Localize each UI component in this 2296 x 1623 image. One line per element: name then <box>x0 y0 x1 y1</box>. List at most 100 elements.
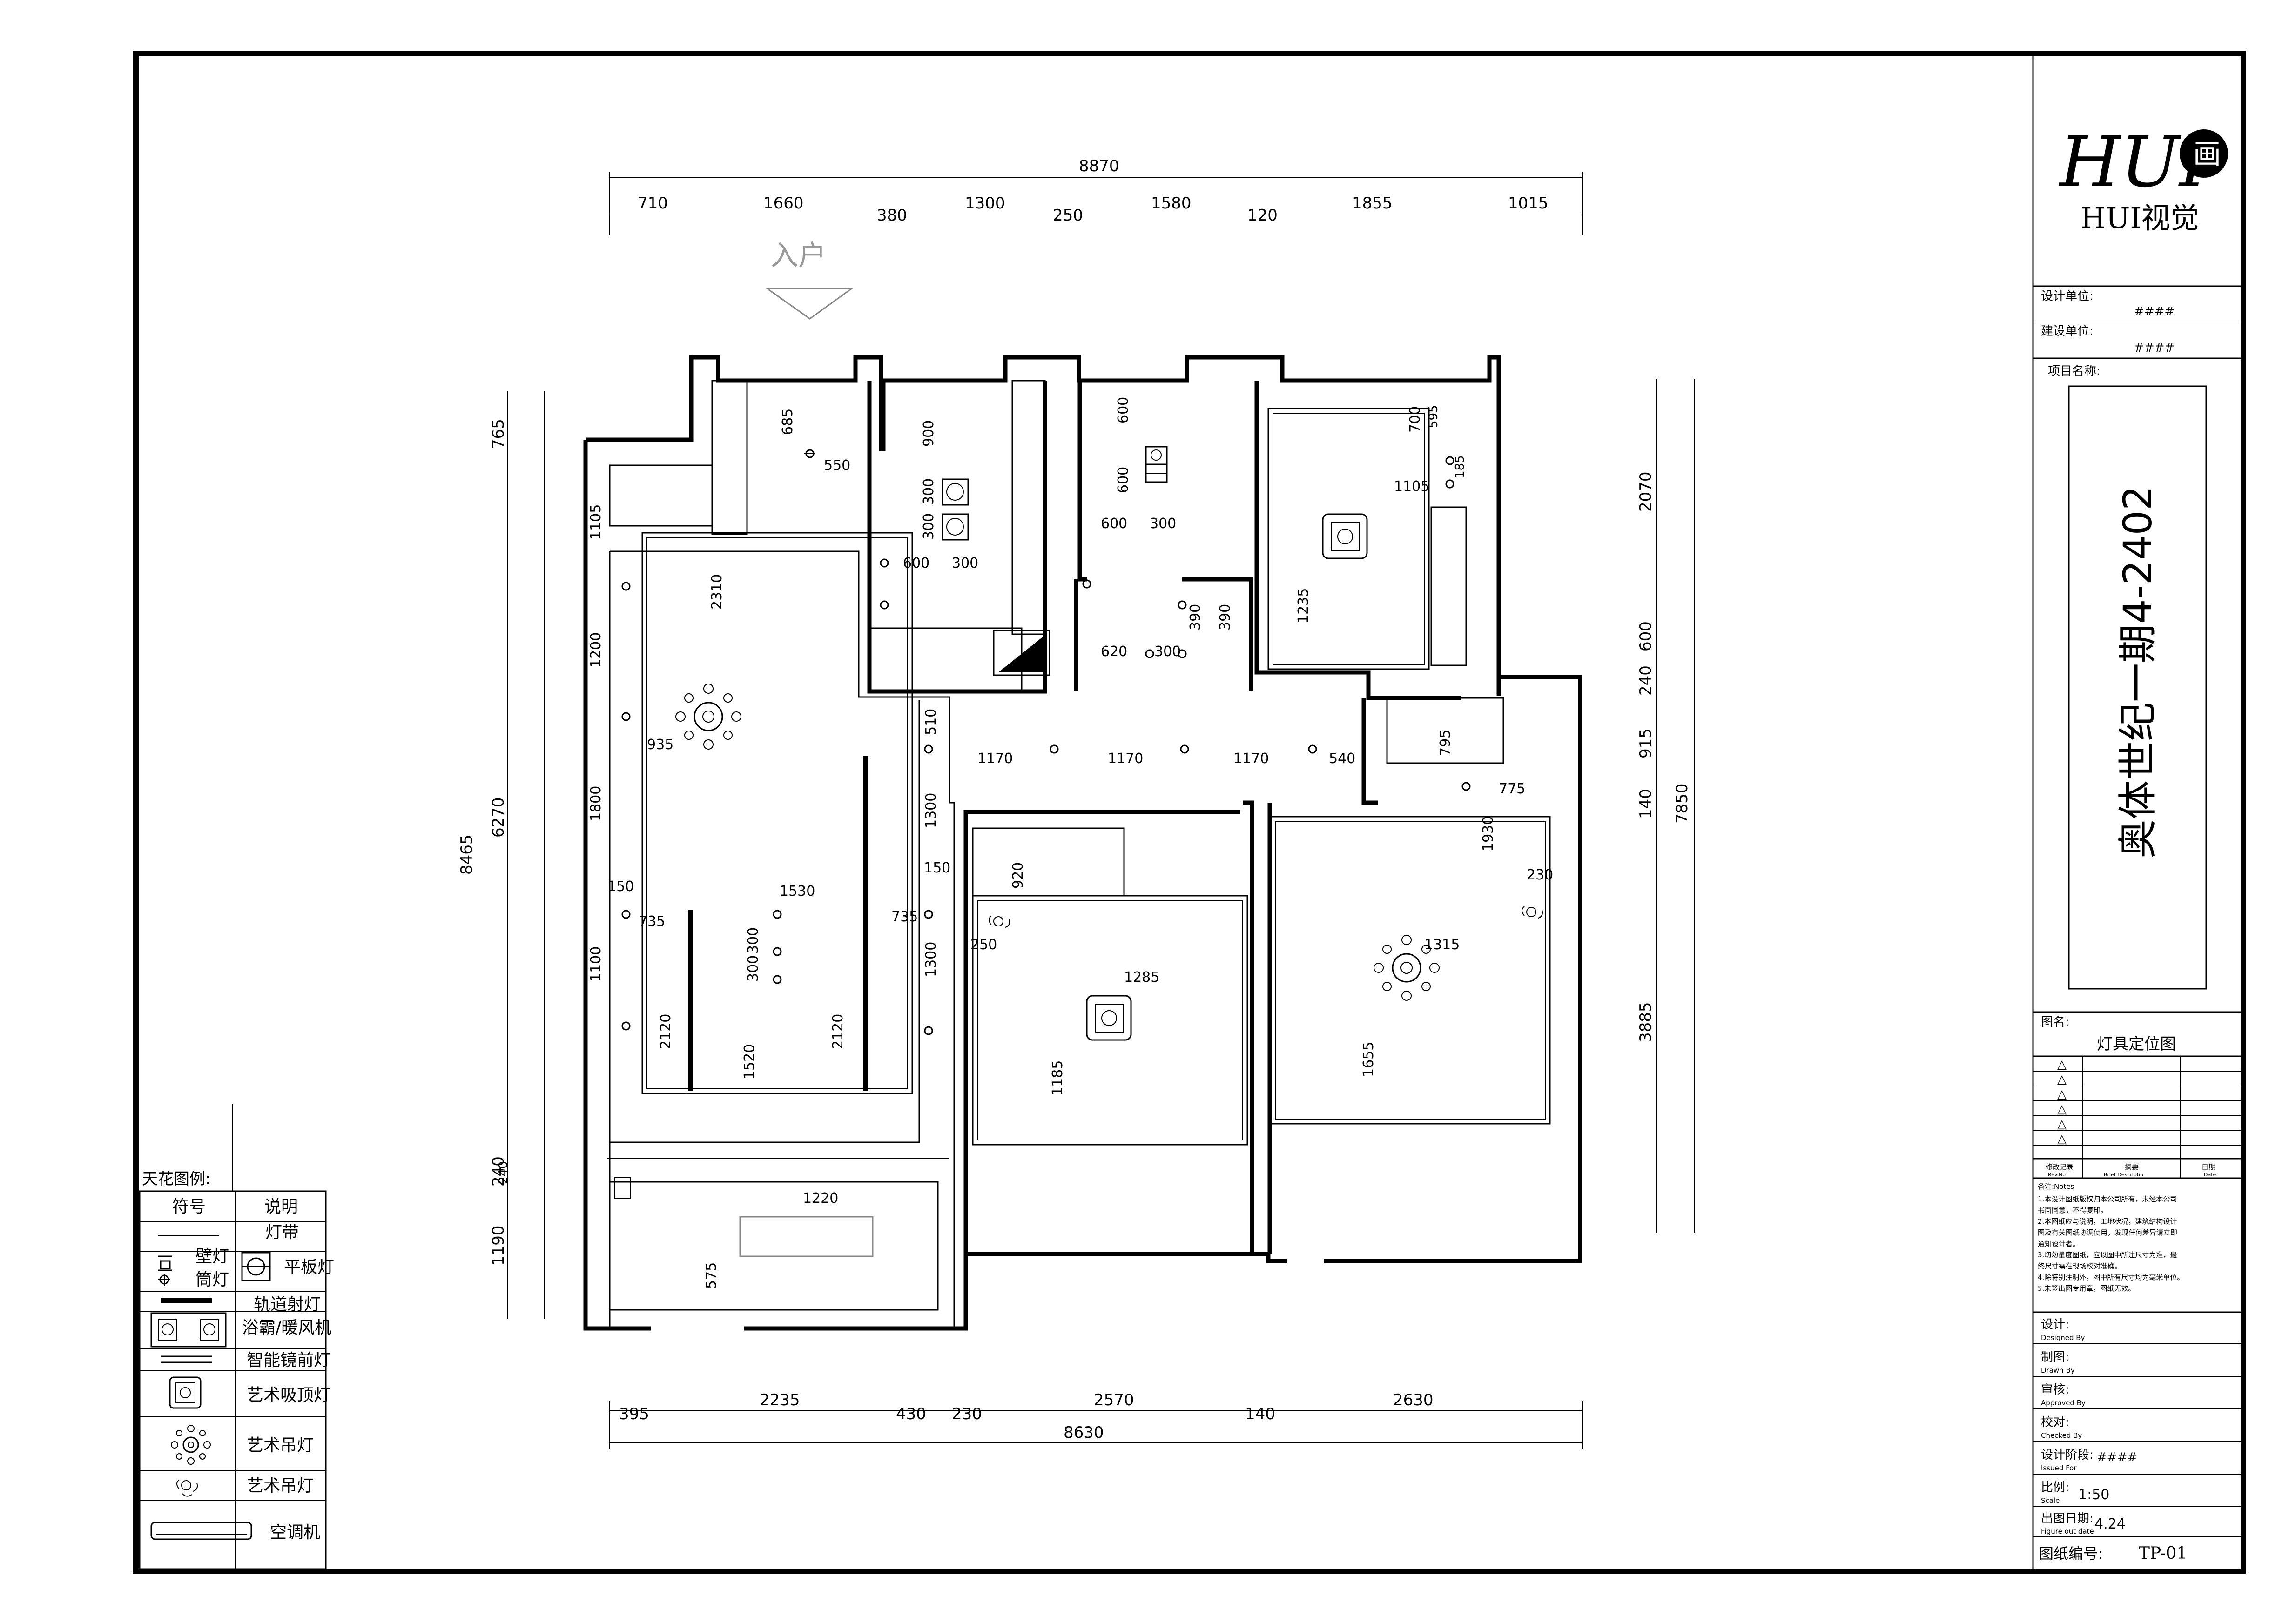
inner-dimensions: 685 550 900 300 300 600 300 600 600 600 … <box>497 397 1553 1289</box>
dim-right: 3885 <box>1636 1002 1655 1042</box>
legend-title: 天花图例: <box>142 1170 210 1188</box>
dim-top: 1300 <box>965 194 1005 213</box>
dim-inner: 575 <box>703 1262 720 1289</box>
dim-inner: 600 <box>903 555 929 571</box>
track-light-icon <box>863 756 868 1091</box>
dim-inner: 185 <box>1453 455 1467 478</box>
downlight-icon <box>621 1021 631 1031</box>
downlight-icon <box>1180 744 1189 754</box>
downlight-icon <box>1050 744 1059 754</box>
dim-inner: 1170 <box>977 751 1013 767</box>
downlight-icon <box>773 910 782 919</box>
field-label-en: Designed By <box>2041 1334 2085 1342</box>
ceiling-legend: 天花图例: 符号 说明 灯带 壁灯 平板灯 筒灯 <box>139 1104 334 1570</box>
dim-inner: 795 <box>1437 730 1454 756</box>
dim-inner: 300 <box>1154 644 1181 660</box>
field-label: 设计阶段: <box>2041 1448 2094 1462</box>
downlight-icon <box>1145 649 1154 658</box>
svg-text:画: 画 <box>2193 138 2221 171</box>
dim-inner: 300 <box>1150 516 1176 532</box>
note-line: 通知设计者。 <box>2038 1240 2080 1248</box>
dim-top-total: 8870 <box>1079 157 1119 175</box>
mirror-light-icon <box>161 1355 212 1363</box>
ceiling-lamp-icon <box>1322 513 1368 559</box>
downlight-icon <box>1308 744 1317 754</box>
project-name: 奥体世纪一期4-2402 <box>2115 485 2161 858</box>
downlight-icon <box>773 947 782 956</box>
pendant-icon <box>1522 906 1543 919</box>
notes-title: 备注:Notes <box>2038 1182 2074 1191</box>
rev-mark: △ <box>2057 1073 2067 1086</box>
dim-top: 250 <box>1053 206 1083 225</box>
entry-marker: 入户 <box>765 240 854 320</box>
dim-top: 1015 <box>1508 194 1549 213</box>
rev-header: 摘要 <box>2125 1163 2139 1171</box>
dim-inner: 1285 <box>1124 969 1159 986</box>
field-value: 4.24 <box>2094 1516 2126 1532</box>
dim-top: 1580 <box>1151 194 1192 213</box>
sheet-frame <box>133 51 2246 1574</box>
bottom-dimensions: 395 2235 430 230 2570 140 2630 8630 <box>609 1391 1583 1449</box>
title-block: HUI 画 HUI视觉 设计单位: #### 建设单位: #### 项目名称: … <box>2032 56 2241 1569</box>
legend-label: 艺术吸顶灯 <box>247 1386 330 1405</box>
dim-inner: 390 <box>1217 604 1233 630</box>
dim-right: 915 <box>1636 728 1655 758</box>
note-line: 终尺寸需在现场校对准确。 <box>2038 1262 2121 1270</box>
field-label: 出图日期: <box>2041 1512 2094 1526</box>
dim-right: 600 <box>1636 621 1655 651</box>
downlight-icon <box>1178 649 1187 658</box>
dim-inner: 1315 <box>1424 937 1460 953</box>
ceiling-lamp-icon <box>1086 995 1132 1041</box>
drawing-name: 灯具定位图 <box>2097 1035 2176 1053</box>
dim-inner: 595 <box>1427 405 1441 428</box>
legend-label: 智能镜前灯 <box>247 1351 330 1370</box>
dim-inner: 735 <box>639 913 665 930</box>
dim-inner: 390 <box>1187 604 1204 630</box>
dim-inner: 600 <box>1115 467 1131 493</box>
dim-bottom: 2630 <box>1393 1391 1434 1409</box>
legend-col-symbol: 符号 <box>172 1197 206 1216</box>
revision-table: △ △ △ △ △ △ 修改记录 Rev.No 摘要 Brief Descrip… <box>2033 1056 2241 1178</box>
field-label-en: Scale <box>2041 1496 2060 1505</box>
dim-bottom: 430 <box>896 1405 926 1423</box>
drawing-no-label: 图纸编号: <box>2039 1545 2103 1563</box>
legend-label: 空调机 <box>270 1523 320 1542</box>
chandelier-icon <box>171 1425 211 1465</box>
dim-top: 1855 <box>1352 194 1393 213</box>
note-line: 1.本设计图纸版权归本公司所有，未经本公司 <box>2038 1195 2177 1203</box>
dim-inner: 1800 <box>588 786 604 821</box>
build-unit-value: #### <box>2134 341 2175 355</box>
dim-inner: 150 <box>924 860 950 876</box>
project-name-box <box>2068 385 2207 990</box>
dim-bottom: 2570 <box>1094 1391 1134 1409</box>
downlight-icon <box>1445 479 1454 489</box>
chandelier-icon <box>675 684 741 750</box>
dim-bottom: 395 <box>619 1405 649 1423</box>
dim-inner: 300 <box>921 513 937 540</box>
dim-inner: 150 <box>607 879 634 895</box>
downlight-icon <box>924 1026 933 1035</box>
signoff-fields: 设计: Designed By 制图: Drawn By 审核: Approve… <box>2033 1318 2241 1563</box>
dim-inner: 300 <box>745 955 761 982</box>
dim-inner: 1105 <box>588 504 604 540</box>
walls <box>583 355 1582 1331</box>
field-label-en: Drawn By <box>2041 1366 2075 1375</box>
design-unit-label: 设计单位: <box>2041 289 2094 303</box>
dim-inner: 1105 <box>1394 478 1429 495</box>
dim-inner: 1200 <box>588 632 604 668</box>
dim-top: 380 <box>877 206 907 225</box>
rev-mark: △ <box>2057 1102 2067 1116</box>
note-line: 3.切勿量度图纸，应以图中所注尺寸为准，最 <box>2038 1251 2177 1259</box>
downlight-icon <box>158 1274 170 1286</box>
project-name-label: 项目名称: <box>2048 364 2101 378</box>
dim-inner: 1300 <box>923 793 939 828</box>
note-line: 图及有关图纸协调使用，发现任何差异请立即 <box>2038 1228 2177 1237</box>
dim-inner: 1530 <box>780 883 815 899</box>
dim-bottom: 140 <box>1245 1405 1275 1423</box>
dim-inner: 550 <box>824 457 850 474</box>
dim-inner: 230 <box>1527 867 1553 883</box>
dim-inner: 1520 <box>741 1044 758 1080</box>
dim-inner: 600 <box>1115 397 1131 423</box>
design-unit-value: #### <box>2134 305 2175 319</box>
